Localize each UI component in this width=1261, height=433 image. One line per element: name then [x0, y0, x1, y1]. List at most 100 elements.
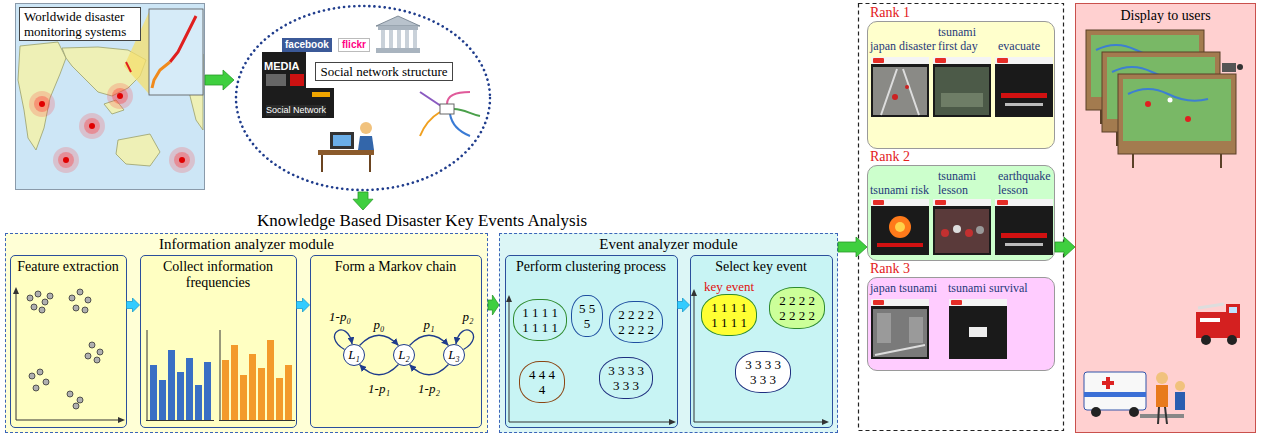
edge-label-slot: 1-p₂	[417, 379, 441, 397]
fire-truck	[1227, 335, 1237, 345]
courthouse-icon	[413, 30, 417, 48]
panel-heading: Display to users	[1076, 4, 1255, 24]
loop-arrow	[456, 330, 474, 349]
icon-label: flickr	[338, 38, 370, 52]
scatter-plot	[29, 373, 35, 379]
display-board	[1237, 64, 1243, 70]
box-heading: Perform clustering process	[506, 256, 677, 275]
video-thumbnail	[905, 85, 909, 89]
transition-arrow	[360, 335, 399, 345]
cluster-axes	[694, 292, 826, 422]
ambulance-scene	[1175, 392, 1185, 410]
cluster-group: 2 2 2 2 2 2 2 2	[609, 301, 663, 343]
network-label: Social network structure	[315, 62, 452, 81]
scatter-plot	[13, 287, 19, 294]
courthouse-icon	[381, 30, 385, 48]
video-thumbnail	[1001, 233, 1047, 238]
cluster-digits: 2 2 2 2 2 2 2 2	[775, 293, 819, 323]
cluster-group: 2 2 2 2 2 2 2 2	[769, 287, 825, 329]
desk-worker	[358, 136, 374, 150]
scatter-plot	[39, 307, 45, 313]
scatter-plot	[13, 287, 125, 423]
display-board	[1220, 154, 1222, 168]
scatter-plot	[27, 295, 33, 301]
alert-target	[179, 157, 185, 163]
video-thumbnail	[875, 345, 925, 355]
frequency-bars	[159, 380, 166, 420]
social-collage	[266, 74, 286, 86]
cluster-blob: 3 3 3 3 3 3 3	[599, 357, 653, 399]
cluster-blob: 2 2 2 2 2 2 2 2	[609, 301, 663, 343]
frequency-bars	[258, 368, 265, 420]
cluster-group: 3 3 3 3 3 3 3	[599, 357, 653, 399]
cluster-axes	[691, 289, 697, 296]
icon-label: MEDIA	[264, 60, 299, 73]
frequency-bars	[285, 365, 292, 420]
alert-target	[29, 83, 195, 173]
world-map	[116, 134, 160, 166]
scatter-plot	[31, 304, 37, 310]
cluster-axes	[506, 295, 512, 302]
desk-worker	[318, 150, 374, 155]
edge-label: 1-p₀	[328, 310, 352, 324]
scatter-plot	[73, 403, 79, 409]
ambulance-scene	[1158, 407, 1159, 424]
mind-map	[420, 92, 480, 136]
video-caption: japan disaster	[870, 39, 938, 53]
video-thumbnail	[995, 199, 1053, 255]
ambulance-scene	[1140, 414, 1184, 418]
frequency-bars	[146, 420, 214, 421]
section-heading: Knowledge Based Disaster Key Events Anal…	[5, 210, 839, 231]
world-map	[126, 62, 131, 72]
scatter-plot	[97, 349, 103, 355]
scatter-plot	[118, 417, 125, 423]
fire-truck	[1201, 335, 1211, 345]
map-title: Worldwide disaster monitoring systems	[19, 7, 141, 41]
alert-target	[53, 147, 79, 173]
state-circle: L₃	[443, 344, 465, 366]
scatter-plot	[77, 289, 83, 295]
video-thumbnail	[871, 57, 929, 117]
process-box: Feature extraction	[10, 255, 127, 428]
state-label: L₁	[344, 345, 364, 364]
alert-target	[107, 83, 133, 109]
video-thumbnail	[881, 69, 919, 115]
video-caption: tsunami risk	[870, 183, 938, 197]
cluster-blob: 1 1 1 1 1 1 1 1	[701, 294, 757, 336]
scatter-plot	[77, 397, 83, 403]
video-thumbnail	[877, 243, 923, 247]
video-thumbnail	[997, 58, 1008, 63]
frequency-bars	[186, 358, 193, 420]
video-thumbnail	[935, 58, 946, 63]
label-slot: facebook	[282, 34, 332, 52]
world-map	[18, 42, 66, 150]
edge-label-slot: p₀	[372, 315, 385, 333]
frequency-bars	[219, 420, 295, 421]
frequency-bars	[222, 340, 292, 420]
box-heading: Collect information frequencies	[141, 256, 296, 291]
frequency-bars	[267, 340, 274, 420]
fire-truck	[1196, 304, 1240, 345]
video-thumbnail	[933, 57, 991, 117]
courthouse-icon	[376, 16, 420, 26]
desk-worker	[318, 122, 374, 172]
edge-label-slot: p₁	[422, 315, 435, 333]
video-thumbnail	[889, 216, 911, 238]
block-arrow	[838, 237, 867, 257]
edge-label-slot: p₂	[461, 307, 474, 325]
ambulance-scene	[1156, 372, 1168, 384]
frequency-bars	[195, 385, 202, 420]
video-thumbnail	[953, 225, 961, 233]
cluster-blob: 2 2 2 2 2 2 2 2	[769, 287, 825, 329]
block-arrow	[353, 192, 373, 210]
video-thumbnail	[873, 200, 884, 205]
desk-worker	[333, 135, 351, 146]
scatter-plot	[89, 342, 95, 348]
block-arrow	[1055, 237, 1075, 257]
courthouse-icon	[376, 16, 420, 53]
block-arrow	[205, 70, 234, 90]
courthouse-icon	[378, 26, 418, 30]
icon-label: facebook	[282, 38, 332, 52]
scatter-plot	[27, 289, 103, 409]
edge-label-slot: 1-p₁	[367, 379, 391, 397]
